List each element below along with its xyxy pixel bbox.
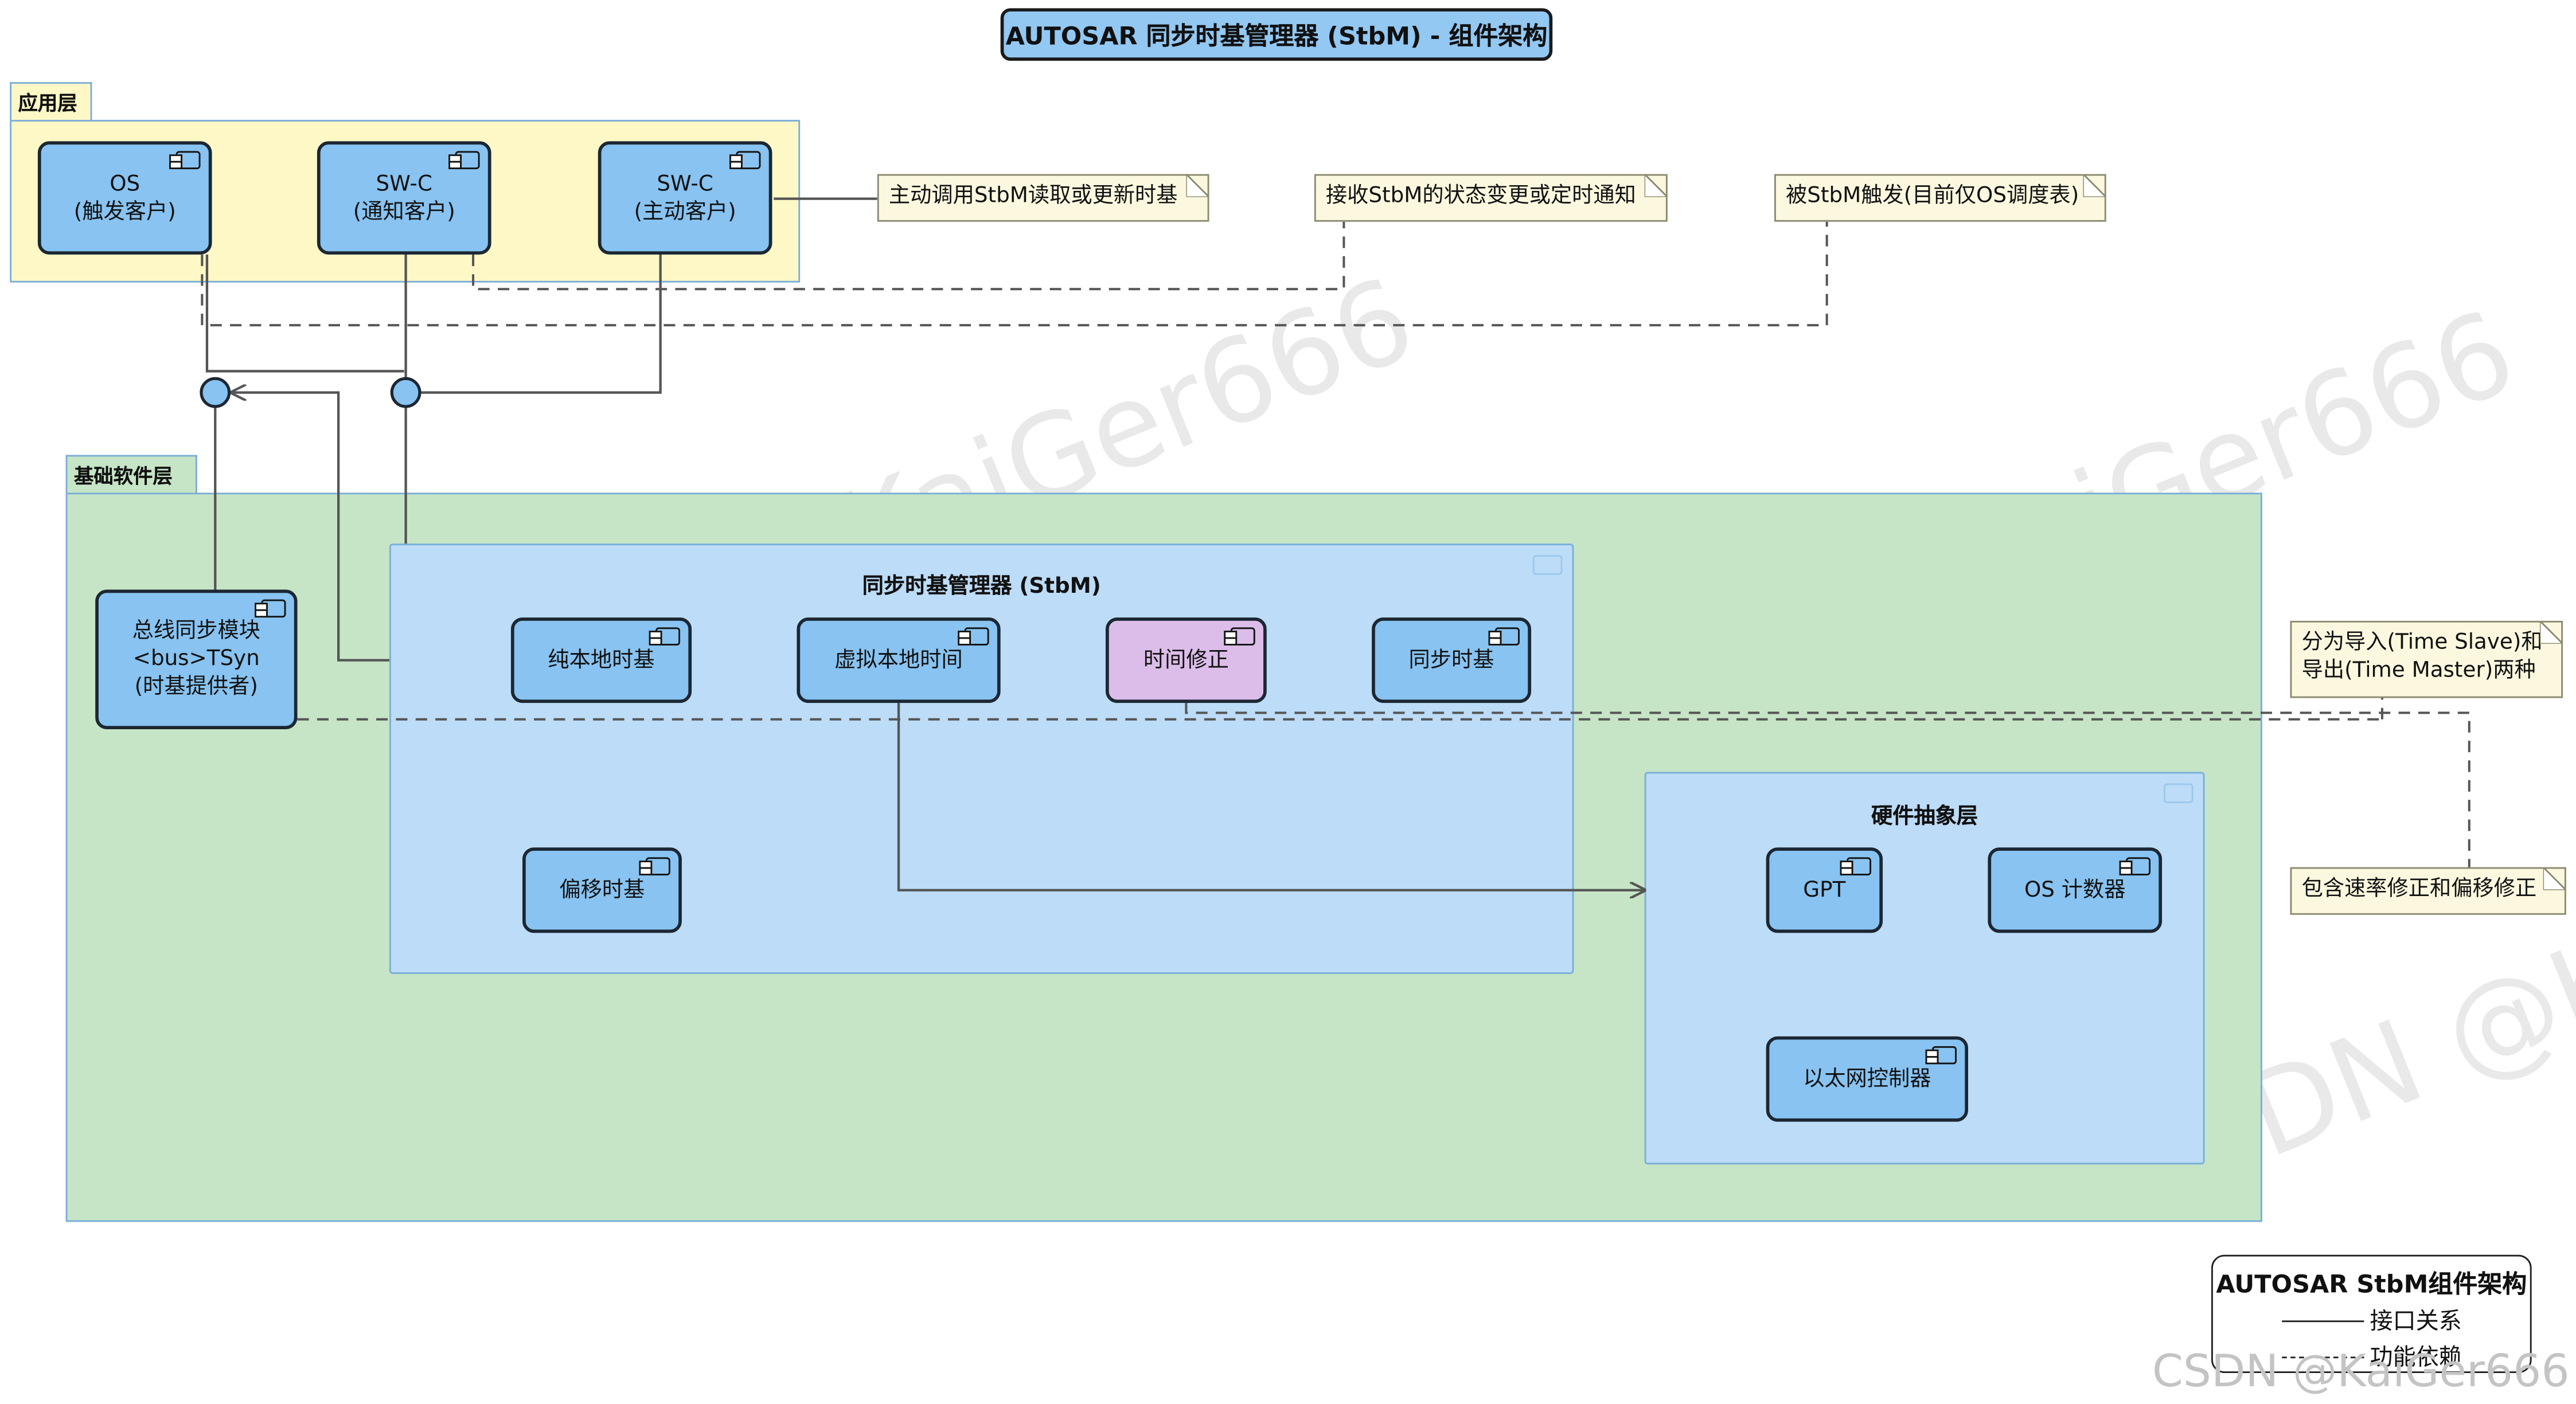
legend-dashed-label: 功能依赖 xyxy=(2370,1345,2462,1372)
component-icon xyxy=(958,627,989,646)
time-correction-label: 时间修正 xyxy=(1143,648,1229,673)
container-icon xyxy=(1532,555,1563,575)
note-active-client-text: 主动调用StbM读取或更新时基 xyxy=(888,183,1178,209)
note-fold-icon xyxy=(1644,174,1668,197)
note-time-correction-text: 包含速率修正和偏移修正 xyxy=(2301,877,2537,902)
os-interface-line xyxy=(205,255,404,373)
virtual-local-time-label: 虚拟本地时间 xyxy=(834,648,963,673)
bus-tsyn-line3: (时基提供者) xyxy=(134,675,258,700)
ethernet-controller-component[interactable]: 以太网控制器 xyxy=(1766,1036,1969,1122)
trigger-arrow xyxy=(232,393,389,662)
os-counter-label: OS 计数器 xyxy=(2024,878,2126,903)
os-component[interactable]: OS (触发客户) xyxy=(37,141,212,255)
correction-note-link xyxy=(1185,703,2470,867)
swc-active-interface-line xyxy=(419,255,662,394)
note-fold-icon xyxy=(1186,174,1209,197)
component-icon xyxy=(1925,1046,1957,1065)
bus-tsyn-line1: 总线同步模块 xyxy=(132,619,261,644)
pure-local-time-base[interactable]: 纯本地时基 xyxy=(510,617,692,703)
app-layer-tab: 应用层 xyxy=(10,82,92,122)
legend-row-dashed: 功能依赖 xyxy=(2213,1340,2530,1373)
sync-time-base-label: 同步时基 xyxy=(1408,648,1494,673)
component-icon xyxy=(2119,857,2151,875)
bus-tsyn-component[interactable]: 总线同步模块 <bus>TSyn (时基提供者) xyxy=(95,589,298,729)
swc-notify-component[interactable]: SW-C (通知客户) xyxy=(317,141,491,255)
note-sync-line1: 分为导入(Time Slave)和 xyxy=(2301,631,2543,656)
component-icon xyxy=(729,151,761,170)
diagram-title: AUTOSAR 同步时基管理器 (StbM) - 组件架构 xyxy=(1000,8,1553,61)
container-icon xyxy=(2163,783,2193,803)
note-notify-client: 接收StbM的状态变更或定时通知 xyxy=(1314,174,1668,222)
pure-local-time-base-label: 纯本地时基 xyxy=(548,648,655,673)
bsw-layer-tab: 基础软件层 xyxy=(65,455,197,495)
note-fold-icon xyxy=(2543,867,2566,890)
legend-title: AUTOSAR StbM组件架构 xyxy=(2216,1269,2527,1300)
os-component-name: OS xyxy=(110,171,140,197)
hal-dependency-arrow xyxy=(897,703,1645,890)
component-icon xyxy=(1840,857,1872,875)
offset-time-base-label: 偏移时基 xyxy=(559,878,645,903)
component-icon xyxy=(1488,627,1520,646)
interface-circle-stbm xyxy=(390,377,421,408)
bus-tsyn-line2: <bus>TSyn xyxy=(132,647,260,672)
ethernet-controller-label: 以太网控制器 xyxy=(1803,1066,1931,1092)
component-icon xyxy=(448,151,480,170)
note-time-correction: 包含速率修正和偏移修正 xyxy=(2290,867,2566,915)
component-icon xyxy=(649,627,681,646)
os-component-role: (触发客户) xyxy=(73,200,176,225)
stbm-container-title: 同步时基管理器 (StbM) xyxy=(862,574,1101,600)
swc-active-component[interactable]: SW-C (主动客户) xyxy=(598,141,772,255)
component-icon xyxy=(639,857,670,875)
component-icon xyxy=(1224,627,1255,646)
note-trigger-client-text: 被StbM触发(目前仅OS调度表) xyxy=(1786,183,2079,209)
swc-active-role: (主动客户) xyxy=(634,200,736,225)
offset-time-base[interactable]: 偏移时基 xyxy=(522,847,682,933)
note-sync-time-base: 分为导入(Time Slave)和 导出(Time Master)两种 xyxy=(2290,620,2563,698)
swc-notify-name: SW-C xyxy=(376,171,432,197)
legend-row-solid: 接口关系 xyxy=(2213,1304,2530,1337)
virtual-local-time[interactable]: 虚拟本地时间 xyxy=(797,617,1001,703)
gpt-component[interactable]: GPT xyxy=(1766,847,1883,933)
legend-solid-line xyxy=(2281,1319,2364,1321)
watermark-text: CSDN @KaiGer666 xyxy=(2152,1347,2570,1398)
interface-circle-os xyxy=(200,377,231,408)
os-counter-component[interactable]: OS 计数器 xyxy=(1988,847,2163,933)
component-icon xyxy=(169,151,201,170)
note-notify-client-text: 接收StbM的状态变更或定时通知 xyxy=(1325,183,1636,209)
note-sync-line2: 导出(Time Master)两种 xyxy=(2301,658,2536,683)
swc-active-name: SW-C xyxy=(657,171,713,197)
note-active-client: 主动调用StbM读取或更新时基 xyxy=(877,174,1209,222)
legend: AUTOSAR StbM组件架构 接口关系 功能依赖 xyxy=(2211,1254,2532,1373)
note-fold-icon xyxy=(2539,620,2563,644)
legend-solid-label: 接口关系 xyxy=(2370,1309,2462,1336)
sync-time-base[interactable]: 同步时基 xyxy=(1372,617,1531,703)
note-fold-icon xyxy=(2083,174,2106,197)
note-trigger-client: 被StbM触发(目前仅OS调度表) xyxy=(1774,174,2106,222)
swc-notify-role: (通知客户) xyxy=(353,200,455,225)
hal-container-title: 硬件抽象层 xyxy=(1871,804,1978,830)
time-correction[interactable]: 时间修正 xyxy=(1106,617,1267,703)
legend-dashed-line xyxy=(2281,1355,2364,1358)
component-icon xyxy=(255,599,286,618)
gpt-label: GPT xyxy=(1803,878,1846,903)
